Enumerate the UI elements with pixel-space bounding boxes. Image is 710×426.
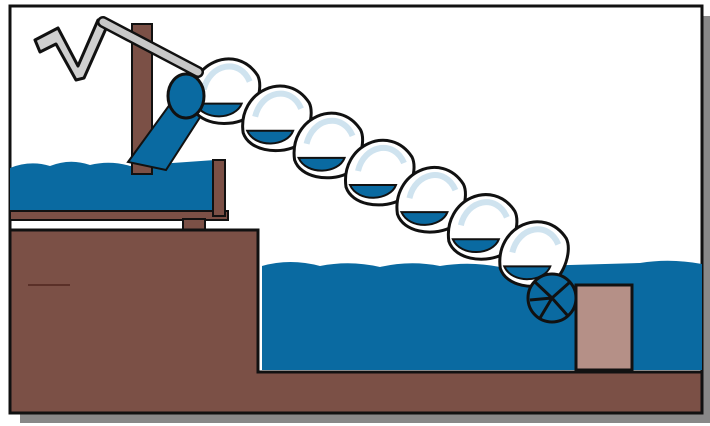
screw-outlet	[168, 74, 204, 118]
upper-reservoir-water	[10, 160, 215, 212]
lower-reservoir-water	[262, 261, 702, 370]
intake-opening	[528, 274, 576, 322]
support-block	[576, 285, 632, 370]
upper-trough-wall	[213, 160, 225, 216]
